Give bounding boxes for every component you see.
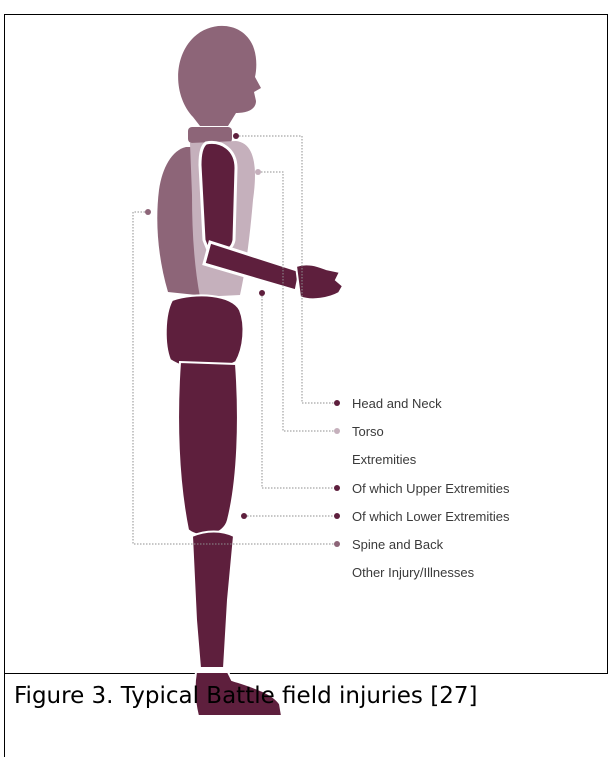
marker-torso [334,428,340,434]
dot-upper-origin [259,290,265,296]
dot-torso-origin [255,169,261,175]
label-lower-extremities: Of which Lower Extremities [352,509,510,524]
upper-arm-shape [200,142,236,252]
marker-lower [334,513,340,519]
guide-torso [258,172,335,431]
lower-leg-shape [192,532,234,669]
label-torso: Torso [352,424,384,439]
marker-upper [334,485,340,491]
label-other-injury: Other Injury/Illnesses [352,565,475,580]
thigh-shape [178,362,238,535]
guide-upper [262,293,335,488]
dot-head-neck-origin [233,133,239,139]
neck-shape [188,127,232,143]
legend-markers [334,400,340,547]
figure-caption: Figure 3. Typical Battle field injuries … [14,683,477,709]
pelvis-shape [166,295,244,369]
label-head-neck: Head and Neck [352,396,442,411]
label-upper-extremities: Of which Upper Extremities [352,481,510,496]
legend-labels: Head and Neck Torso Extremities Of which… [352,396,510,580]
dot-lower-origin [241,513,247,519]
label-spine-back: Spine and Back [352,537,444,552]
body-silhouette [157,26,343,716]
head-shape [178,26,261,126]
marker-head-neck [334,400,340,406]
dot-spine-origin [145,209,151,215]
hand-shape [296,264,343,299]
marker-spine [334,541,340,547]
label-extremities: Extremities [352,452,417,467]
